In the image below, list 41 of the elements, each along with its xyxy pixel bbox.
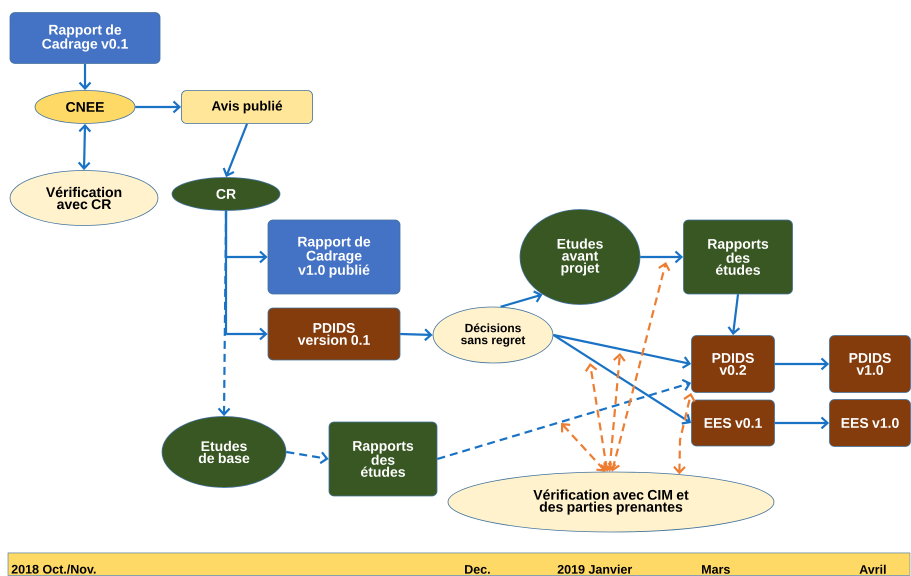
oval-node: CNEE <box>34 90 136 124</box>
arrow <box>286 450 329 464</box>
process-box: Rapport de Cadrage v1.0 publié <box>268 220 400 294</box>
process-box: Avis publié <box>181 90 313 124</box>
arrow <box>222 124 248 178</box>
oval-node: Vérification avec CIM et des parties prenantes <box>448 472 774 532</box>
arrow <box>78 64 92 90</box>
oval-node: Décisions sans regret <box>432 306 554 364</box>
oval-node: CR <box>172 177 280 211</box>
process-box: Rapport de Cadrage v0.1 <box>10 12 160 64</box>
oval-node: Vérification avec CR <box>10 170 158 226</box>
arrow <box>673 392 696 474</box>
arrow <box>640 250 684 264</box>
process-box: PDIDS version 0.1 <box>268 308 400 360</box>
arrow <box>400 328 433 342</box>
arrow <box>135 100 182 114</box>
arrow <box>774 358 830 370</box>
timeline-label: Avril <box>860 564 886 574</box>
arrow <box>552 334 692 425</box>
timeline-label: 2018 Oct./Nov. <box>12 564 96 574</box>
timeline-label: Mars <box>702 565 730 574</box>
arrow <box>78 124 92 170</box>
arrow <box>500 290 542 308</box>
arrow <box>584 362 612 472</box>
arrow <box>224 210 268 340</box>
process-box: PDIDS v1.0 <box>829 335 911 393</box>
arrow <box>553 334 692 369</box>
arrow <box>561 422 606 472</box>
process-box: Rapports des études <box>683 220 793 294</box>
arrow <box>608 262 670 472</box>
timeline-label: 2019 Janvier <box>558 564 632 574</box>
arrow <box>728 294 740 336</box>
oval-node: Etudes avant projet <box>520 209 640 305</box>
arrow <box>437 378 692 460</box>
process-box: Rapports des études <box>328 422 438 496</box>
process-box: PDIDS v0.2 <box>691 335 775 393</box>
oval-node: Etudes de base <box>162 416 286 488</box>
timeline-label: Dec. <box>465 565 490 574</box>
process-box: EES v0.1 <box>691 400 775 446</box>
arrow <box>774 416 830 430</box>
process-box: EES v1.0 <box>829 399 911 447</box>
